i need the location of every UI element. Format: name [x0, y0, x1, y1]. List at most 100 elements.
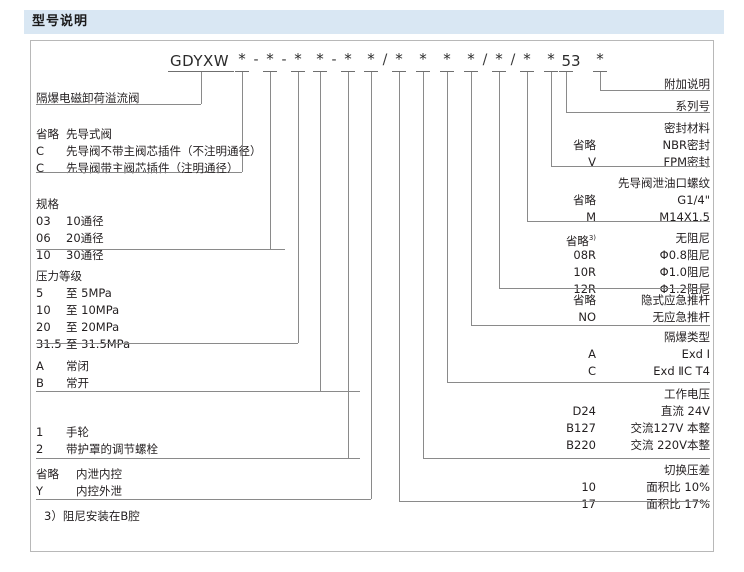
- legend-desc: Φ1.0阻尼: [659, 265, 710, 279]
- legend-code: 17: [581, 497, 596, 511]
- model-code-tick: [544, 71, 558, 72]
- legend-code: 10: [36, 248, 51, 262]
- legend-desc: 内控外泄: [76, 484, 122, 498]
- model-code-separator: /: [510, 52, 516, 68]
- model-code-tick: [520, 71, 534, 72]
- legend-code: 12R: [573, 282, 596, 296]
- legend-code: 5: [36, 286, 44, 300]
- model-code-separator: -: [281, 52, 287, 68]
- legend-group-rule: [36, 499, 360, 500]
- legend-code: A: [36, 359, 44, 373]
- leader-vline-right-0: [600, 72, 601, 90]
- legend-group-title: 工作电压: [664, 387, 710, 401]
- model-code-tick: [440, 71, 454, 72]
- footnote: 3）阻尼安装在B腔: [44, 509, 140, 523]
- legend-desc: 常开: [66, 376, 89, 390]
- model-code-placeholder: *: [367, 50, 375, 68]
- leader-vline-right-1: [566, 72, 567, 112]
- legend-desc: Φ0.8阻尼: [659, 248, 710, 262]
- leader-vline-right-2: [551, 72, 552, 166]
- diagram-panel: [30, 40, 714, 552]
- legend-desc: Exd Ⅰ: [681, 347, 710, 361]
- leader-vline-right-3: [527, 72, 528, 221]
- model-code-tick: [364, 71, 378, 72]
- legend-group-rule: [556, 221, 710, 222]
- model-code-tick: [559, 71, 573, 72]
- legend-desc: 交流127V 本整: [630, 421, 710, 435]
- legend-code: Y: [36, 484, 44, 498]
- model-code-placeholder: *: [294, 50, 302, 68]
- legend-group-rule: [606, 90, 710, 91]
- model-code-placeholder: *: [443, 50, 451, 68]
- legend-desc: 至 20MPa: [66, 320, 120, 334]
- model-code-tick: [593, 71, 607, 72]
- legend-code: 10: [36, 303, 51, 317]
- model-code-tick: [341, 71, 355, 72]
- legend-code-superscript: 3): [588, 234, 596, 242]
- legend-code: V: [588, 155, 596, 169]
- model-code-row: GDYXW *-*-**-**/****/*/**53*: [0, 50, 744, 74]
- legend-code: B127: [566, 421, 596, 435]
- legend-desc: 无阻尼: [675, 231, 711, 245]
- model-code-placeholder: *: [316, 50, 324, 68]
- model-code-placeholder: *: [344, 50, 352, 68]
- leader-vline-right-5: [471, 72, 472, 325]
- model-code-placeholder: *: [467, 50, 475, 68]
- legend-code: 省略: [36, 127, 59, 141]
- legend-group-title: 压力等级: [36, 269, 82, 283]
- model-code-name-underline: [168, 71, 234, 72]
- legend-desc: 无应急推杆: [652, 310, 711, 324]
- legend-code: B: [36, 376, 44, 390]
- legend-desc: 20通径: [66, 231, 104, 245]
- legend-code: 1: [36, 425, 44, 439]
- legend-desc: 至 10MPa: [66, 303, 120, 317]
- model-code-name: GDYXW: [170, 52, 230, 70]
- legend-code: 08R: [573, 248, 596, 262]
- legend-code: 03: [36, 214, 51, 228]
- model-code-placeholder: *: [495, 50, 503, 68]
- leader-vline-left-3: [298, 72, 299, 343]
- leader-vline-right-4: [499, 72, 500, 288]
- model-code-tick: [492, 71, 506, 72]
- legend-desc: 30通径: [66, 248, 104, 262]
- legend-desc: 先导阀带主阀芯插件（注明通径）: [66, 161, 239, 175]
- legend-desc: 内泄内控: [76, 467, 122, 481]
- legend-group-rule: [36, 104, 180, 105]
- legend-code: 20: [36, 320, 51, 334]
- model-code-tick: [235, 71, 249, 72]
- legend-code: 省略3): [565, 233, 596, 248]
- model-code-placeholder: 53: [561, 52, 581, 70]
- leader-vline-left-1: [242, 72, 243, 172]
- legend-code: C: [36, 161, 45, 175]
- legend-desc: 交流 220V本整: [630, 438, 710, 452]
- legend-code: 省略: [573, 138, 596, 152]
- model-code-tick: [392, 71, 406, 72]
- legend-code: 10: [581, 480, 596, 494]
- legend-group-title: 密封材料: [664, 121, 710, 135]
- legend-group-rule: [556, 166, 710, 167]
- leader-vline-left-2: [270, 72, 271, 249]
- legend-code: 06: [36, 231, 51, 245]
- legend-code: C: [587, 364, 596, 378]
- model-code-tick: [464, 71, 478, 72]
- model-code-separator: -: [253, 52, 259, 68]
- legend-code: M: [586, 210, 596, 224]
- legend-desc: Φ1.2阻尼: [659, 282, 710, 296]
- legend-group-rule: [596, 112, 710, 113]
- legend-code: A: [588, 347, 596, 361]
- model-code-tick: [291, 71, 305, 72]
- legend-group-title: 附加说明: [664, 77, 710, 91]
- legend-code: 31.5: [36, 337, 62, 351]
- legend-code: 2: [36, 442, 44, 456]
- legend-group-rule: [526, 382, 710, 383]
- legend-desc: NBR密封: [662, 138, 710, 152]
- legend-group-rule: [526, 501, 710, 502]
- legend-desc: 先导式阀: [66, 127, 112, 141]
- model-code-placeholder: *: [238, 50, 246, 68]
- leader-vline-left-4: [320, 72, 321, 391]
- model-code-placeholder: *: [596, 50, 604, 68]
- legend-desc: 面积比 10%: [646, 480, 710, 494]
- legend-code: B220: [566, 438, 596, 452]
- model-code-placeholder: *: [395, 50, 403, 68]
